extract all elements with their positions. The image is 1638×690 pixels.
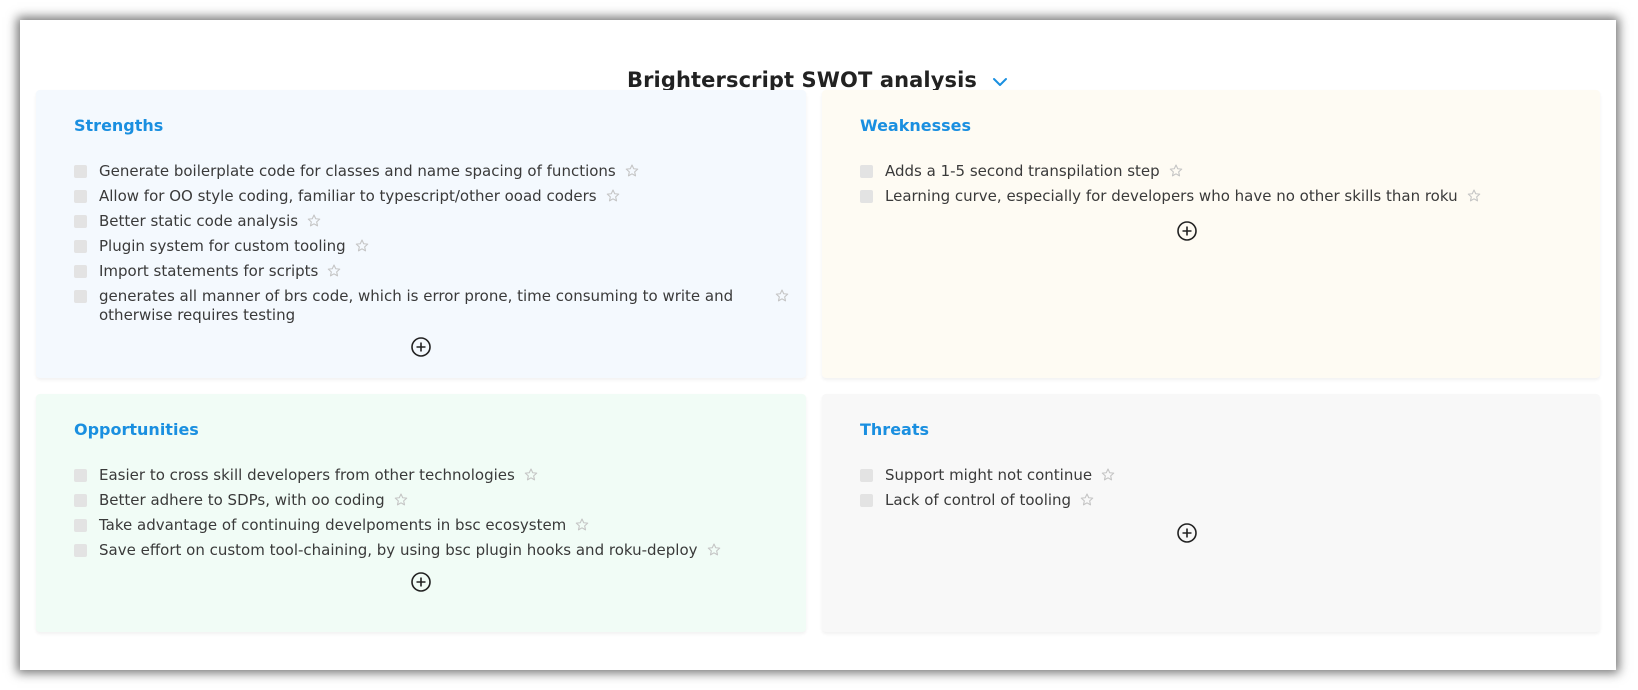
list-item: Generate boilerplate code for classes an… [74, 162, 790, 181]
item-text[interactable]: Better adhere to SDPs, with oo coding [99, 491, 385, 509]
item-text[interactable]: Save effort on custom tool-chaining, by … [99, 541, 698, 559]
list-item: Lack of control of tooling [860, 491, 1584, 510]
checkbox-icon[interactable] [74, 469, 87, 482]
checkbox-icon[interactable] [74, 190, 87, 203]
checkbox-icon[interactable] [74, 265, 87, 278]
list-item: Adds a 1-5 second transpilation step [860, 162, 1584, 181]
add-threat-button[interactable] [1176, 522, 1198, 544]
list-item: Take advantage of continuing develpoment… [74, 516, 790, 535]
list-item: Learning curve, especially for developer… [860, 187, 1584, 206]
star-icon[interactable] [1100, 467, 1116, 483]
page-title: Brighterscript SWOT analysis [626, 68, 978, 92]
quadrant-title: Strengths [74, 116, 164, 135]
item-text[interactable]: Better static code analysis [99, 212, 299, 230]
chevron-down-icon[interactable] [991, 76, 1009, 88]
list-item: Import statements for scripts [74, 262, 790, 281]
checkbox-icon[interactable] [74, 215, 87, 228]
list-item: Plugin system for custom tooling [74, 237, 790, 256]
checkbox-icon[interactable] [860, 165, 873, 178]
quadrant-opportunities: Opportunities Easier to cross skill deve… [36, 394, 806, 632]
item-text[interactable]: Generate boilerplate code for classes an… [99, 162, 616, 180]
quadrant-title: Weaknesses [860, 116, 972, 135]
star-icon[interactable] [523, 467, 539, 483]
list-item: Better static code analysis [74, 212, 790, 231]
swot-board: Brighterscript SWOT analysis Strengths G… [20, 20, 1616, 670]
star-icon[interactable] [624, 163, 640, 179]
checkbox-icon[interactable] [860, 469, 873, 482]
item-text[interactable]: Adds a 1-5 second transpilation step [885, 162, 1160, 180]
star-icon[interactable] [326, 263, 342, 279]
star-icon[interactable] [1079, 492, 1095, 508]
item-text[interactable]: Easier to cross skill developers from ot… [99, 466, 515, 484]
star-icon[interactable] [393, 492, 409, 508]
star-icon[interactable] [774, 288, 790, 304]
header: Brighterscript SWOT analysis [20, 60, 1616, 100]
list-item: Better adhere to SDPs, with oo coding [74, 491, 790, 510]
checkbox-icon[interactable] [74, 519, 87, 532]
item-text[interactable]: Allow for OO style coding, familiar to t… [99, 187, 597, 205]
add-opportunity-button[interactable] [410, 571, 432, 593]
item-text[interactable]: Learning curve, especially for developer… [885, 187, 1458, 205]
checkbox-icon[interactable] [74, 494, 87, 507]
quadrant-title: Threats [860, 420, 930, 439]
star-icon[interactable] [306, 213, 322, 229]
item-text[interactable]: Lack of control of tooling [885, 491, 1072, 509]
list-item: Easier to cross skill developers from ot… [74, 466, 790, 485]
add-weakness-button[interactable] [1176, 220, 1198, 242]
star-icon[interactable] [1466, 188, 1482, 204]
item-list: Easier to cross skill developers from ot… [74, 466, 790, 566]
item-text[interactable]: Plugin system for custom tooling [99, 237, 346, 255]
checkbox-icon[interactable] [74, 544, 87, 557]
checkbox-icon[interactable] [860, 190, 873, 203]
checkbox-icon[interactable] [860, 494, 873, 507]
star-icon[interactable] [706, 542, 722, 558]
list-item: generates all manner of brs code, which … [74, 287, 790, 325]
quadrant-threats: Threats Support might not continue Lack … [822, 394, 1600, 632]
checkbox-icon[interactable] [74, 165, 87, 178]
add-strength-button[interactable] [410, 336, 432, 358]
checkbox-icon[interactable] [74, 240, 87, 253]
item-text[interactable]: Import statements for scripts [99, 262, 319, 280]
star-icon[interactable] [605, 188, 621, 204]
item-text[interactable]: generates all manner of brs code, which … [99, 287, 734, 324]
item-list: Generate boilerplate code for classes an… [74, 162, 790, 331]
list-item: Save effort on custom tool-chaining, by … [74, 541, 790, 560]
list-item: Support might not continue [860, 466, 1584, 485]
item-list: Support might not continue Lack of contr… [860, 466, 1584, 516]
star-icon[interactable] [1168, 163, 1184, 179]
star-icon[interactable] [574, 517, 590, 533]
quadrant-title: Opportunities [74, 420, 199, 439]
item-text[interactable]: Take advantage of continuing develpoment… [99, 516, 567, 534]
item-text[interactable]: Support might not continue [885, 466, 1093, 484]
list-item: Allow for OO style coding, familiar to t… [74, 187, 790, 206]
star-icon[interactable] [354, 238, 370, 254]
quadrant-weaknesses: Weaknesses Adds a 1-5 second transpilati… [822, 90, 1600, 378]
quadrant-strengths: Strengths Generate boilerplate code for … [36, 90, 806, 378]
checkbox-icon[interactable] [74, 290, 87, 303]
item-list: Adds a 1-5 second transpilation step Lea… [860, 162, 1584, 212]
